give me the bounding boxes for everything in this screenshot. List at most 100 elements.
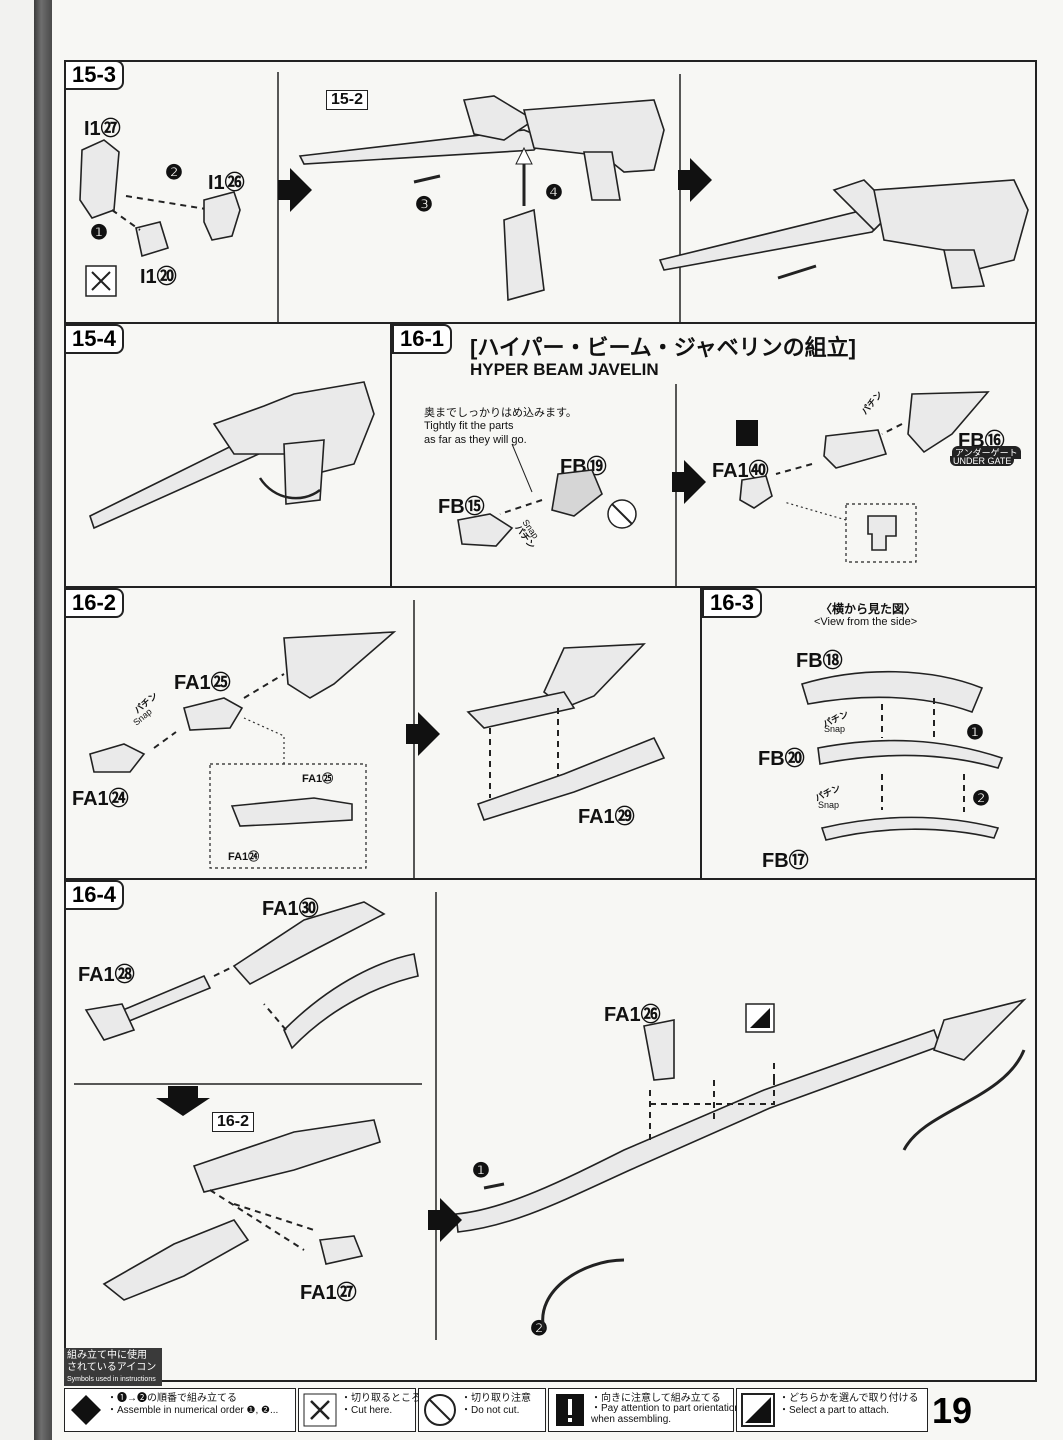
part-illustration: [102, 1219, 250, 1301]
numbered-step-icon: [71, 1395, 101, 1425]
assembly-guide-line: [881, 423, 903, 435]
part-illustration: [135, 221, 169, 258]
rifle-body: [873, 179, 1029, 271]
part-illustration: [192, 1119, 381, 1193]
step-number: ❷: [165, 162, 183, 184]
step-label-16-3: 16-3: [702, 588, 763, 618]
step-15-3-illustration: [79, 72, 1029, 322]
divider: [64, 878, 1037, 880]
part-label: FA1㉘: [78, 964, 135, 986]
javelin-tip: [932, 998, 1027, 1061]
divider: [390, 322, 392, 586]
arrow-left: [483, 1182, 505, 1190]
legend-en: ・Select a part to attach.: [779, 1405, 890, 1416]
spear-tip: [283, 631, 397, 699]
view-label-jp: 〈横から見た図〉: [820, 602, 917, 616]
fb20-part: [817, 739, 1004, 769]
section-title-jp: [ハイパー・ビーム・ジャベリンの組立]: [470, 335, 857, 360]
inset-label: FA1㉔: [228, 851, 260, 863]
rifle-grip: [583, 151, 621, 201]
flow-arrow: [678, 158, 712, 202]
part-illustration: [203, 191, 241, 241]
previous-page-edge: [0, 0, 34, 1440]
part-label: FB⑳: [758, 748, 805, 770]
legend-do-not-cut: ・切り取り注意 ・Do not cut.: [418, 1388, 546, 1432]
javelin-shaft: [455, 1028, 942, 1233]
assembly-guide-line: [499, 499, 543, 515]
fa128-part: [84, 1003, 136, 1041]
rifle-magazine: [503, 208, 545, 302]
assembly-guide-line: [775, 463, 813, 475]
legend-jp: ・切り取り注意: [461, 1393, 531, 1404]
part-illustration: [466, 691, 576, 729]
detail-inset: [209, 763, 367, 869]
step-16-2-illustration: [89, 600, 666, 878]
leader-line: [783, 501, 847, 521]
icons-caption-jp: されているアイコン: [67, 1362, 157, 1373]
divider: [64, 586, 1037, 588]
snap-en: Snap: [824, 724, 846, 734]
scissors-icon: [91, 271, 111, 291]
part-label: FA1㉖: [604, 1004, 661, 1026]
fb15-part: [457, 513, 514, 547]
assembly-guide-line: [881, 698, 965, 812]
legend-jp: ・どちらかを選んで取り付ける: [779, 1393, 919, 1404]
assembly-guide-line: [111, 209, 141, 231]
down-arrow: [156, 1086, 210, 1116]
leader-line: [243, 717, 285, 764]
flow-arrow: [428, 1198, 462, 1242]
scissors-icon: [611, 503, 633, 525]
part-label: I1⑳: [140, 266, 177, 288]
detail-inset: [845, 503, 917, 563]
fa129-part: [476, 736, 666, 821]
fb18-part: [801, 670, 984, 714]
step-number: ❷: [972, 788, 990, 810]
rifle-grip: [943, 249, 986, 289]
rifle-body: [522, 99, 665, 173]
section-title-en: HYPER BEAM JAVELIN: [470, 360, 659, 379]
reference-box: 16-2: [212, 1112, 255, 1132]
part-label: FB⑮: [438, 496, 485, 518]
legend-orientation: ・向きに注意して組み立てる ・Pay attention to part ori…: [548, 1388, 740, 1432]
icons-caption-en: Symbols used in instructions: [67, 1376, 156, 1383]
legend-numerical-order: ・❶→❷の順番で組み立てる ・Assemble in numerical ord…: [64, 1388, 296, 1432]
assembly-guide-line: [125, 195, 213, 211]
fa124-part: [89, 743, 146, 773]
legend-en: ・Do not cut.: [461, 1405, 520, 1416]
part-label: I1㉗: [84, 118, 121, 140]
step-label-16-4: 16-4: [64, 880, 125, 910]
legend-cut-here: ・切り取るところ ・Cut here.: [298, 1388, 421, 1432]
part-illustration: [79, 139, 120, 219]
flow-arrow: [406, 712, 440, 756]
part-label: FA1㉗: [300, 1282, 357, 1304]
attention-icon: [556, 1394, 584, 1426]
page-number: 19: [932, 1390, 973, 1431]
part-label: I1㉖: [208, 172, 245, 194]
step-16-1-illustration: [457, 384, 990, 586]
flow-arrow: [672, 460, 706, 504]
divider: [64, 322, 1037, 324]
rifle-barrel: [658, 209, 886, 271]
rotate-arrow: [541, 1258, 625, 1331]
part-illustration: [867, 515, 897, 551]
undergate-jp: アンダーゲート: [952, 446, 1021, 459]
undergate-en: UNDER GATE: [950, 456, 1015, 466]
step-label-16-2: 16-2: [64, 588, 125, 618]
legend-en: when assembling.: [591, 1414, 672, 1425]
view-label-en: <View from the side>: [814, 616, 918, 628]
assembly-guide-line: [243, 673, 285, 699]
icons-caption: 組み立て中に使用 されているアイコン Symbols used in instr…: [64, 1348, 162, 1386]
part-illustration: [230, 797, 353, 827]
reference-box: 15-2: [326, 90, 369, 110]
rotate-arrow: [902, 1049, 1026, 1151]
legend-select-part: ・どちらかを選んで取り付ける ・Select a part to attach.: [736, 1388, 928, 1432]
legend-en: ・Cut here.: [341, 1405, 393, 1416]
step-number: ❶: [966, 722, 984, 744]
snap-en: Snap: [818, 800, 840, 810]
icons-caption-jp: 組み立て中に使用: [67, 1350, 147, 1361]
fa127-part: [319, 1235, 364, 1265]
arrow-left: [413, 174, 441, 184]
note-en: as far as they will go.: [424, 434, 527, 446]
assembly-guide-line: [153, 731, 177, 749]
step-number: ❶: [90, 222, 108, 244]
